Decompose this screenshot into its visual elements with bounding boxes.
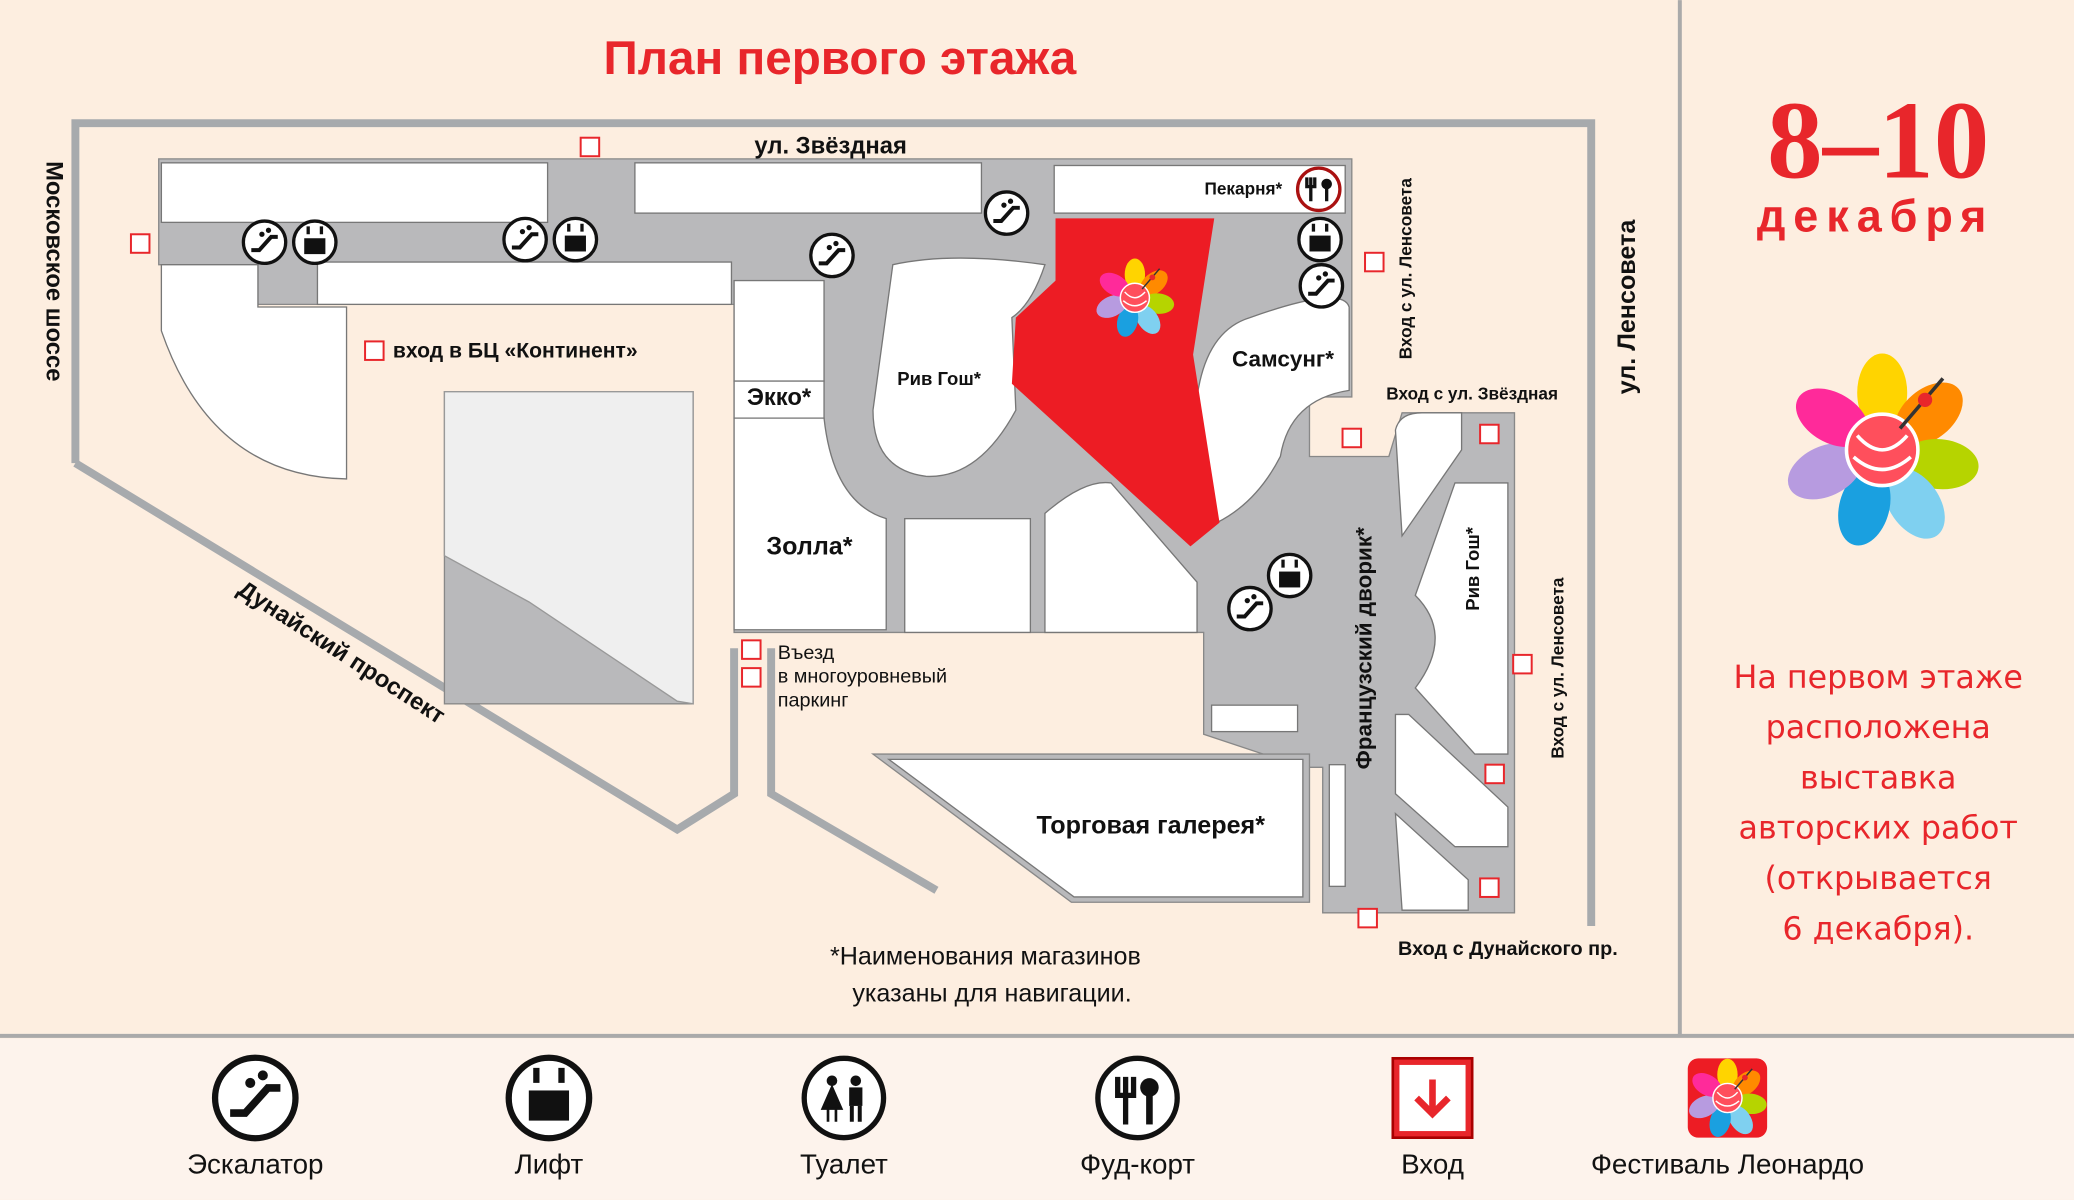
page-title: План первого этажа bbox=[604, 32, 1077, 85]
event-line: выставка bbox=[1800, 760, 1956, 796]
entrance-dunaysky: Вход с Дунайского пр. bbox=[1398, 938, 1618, 960]
entrance-lensoveta-1: Вход с ул. Ленсовета bbox=[1395, 178, 1415, 360]
event-dates: 8–10 bbox=[1767, 79, 1989, 202]
event-description: На первом этаже расположена выставка авт… bbox=[1734, 660, 2023, 947]
entrance-continent: вход в БЦ «Континент» bbox=[393, 339, 638, 362]
legend-label: Эскалатор bbox=[187, 1148, 323, 1179]
event-line: авторских работ bbox=[1739, 811, 2018, 847]
note-line-2: указаны для навигации. bbox=[852, 979, 1131, 1007]
note-line-1: *Наименования магазинов bbox=[830, 942, 1141, 970]
shop-rive-gauche-2: Рив Гош* bbox=[1462, 526, 1483, 611]
legend: Эскалатор Лифт Туалет Фуд-корт Вход Фест… bbox=[187, 1055, 1864, 1179]
legend-label: Лифт bbox=[515, 1148, 584, 1179]
event-month: декабря bbox=[1757, 191, 1995, 242]
street-moskovskoe: Московское шоссе bbox=[40, 161, 67, 381]
legend-label: Туалет bbox=[800, 1148, 888, 1179]
legend-label: Фуд-корт bbox=[1080, 1148, 1195, 1179]
food-court-icon bbox=[1295, 166, 1342, 213]
parking-label-1: Въезд bbox=[778, 642, 835, 664]
event-line: (открывается bbox=[1765, 861, 1992, 897]
legend-label: Фестиваль Леонардо bbox=[1591, 1148, 1864, 1179]
food-court-icon bbox=[1095, 1055, 1180, 1141]
event-line: 6 декабря). bbox=[1782, 911, 1974, 947]
street-lensoveta: ул. Ленсовета bbox=[1613, 219, 1641, 395]
shop-samsung: Самсунг* bbox=[1232, 347, 1334, 372]
event-line: На первом этаже bbox=[1734, 660, 2023, 696]
toilet-icon bbox=[801, 1055, 887, 1141]
elevator-icon bbox=[509, 1058, 589, 1138]
event-line: расположена bbox=[1766, 710, 1991, 746]
shop-rive-gauche: Рив Гош* bbox=[897, 368, 982, 389]
entrance-zvezdnaya: Вход с ул. Звёздная bbox=[1386, 384, 1558, 404]
shops bbox=[160, 162, 1509, 911]
shop-french-yard: Французский дворик* bbox=[1352, 527, 1377, 769]
festival-logo-icon bbox=[1684, 1057, 1769, 1141]
shop-gallery: Торговая галерея* bbox=[1037, 811, 1266, 839]
shop-ecco: Экко* bbox=[747, 384, 812, 411]
roads bbox=[71, 119, 1596, 927]
shop-bakery: Пекарня* bbox=[1205, 179, 1283, 199]
parking-label-2: в многоуровневый bbox=[778, 666, 947, 688]
shop-zolla: Золла* bbox=[766, 532, 852, 560]
entrance-lensoveta-2: Вход с ул. Ленсовета bbox=[1547, 577, 1567, 759]
escalator-icon bbox=[215, 1058, 295, 1138]
entrance-icon bbox=[1391, 1056, 1474, 1140]
legend-label: Вход bbox=[1401, 1148, 1464, 1179]
street-zvezdnaya: ул. Звёздная bbox=[754, 133, 906, 160]
parking-label-3: паркинг bbox=[778, 689, 849, 711]
